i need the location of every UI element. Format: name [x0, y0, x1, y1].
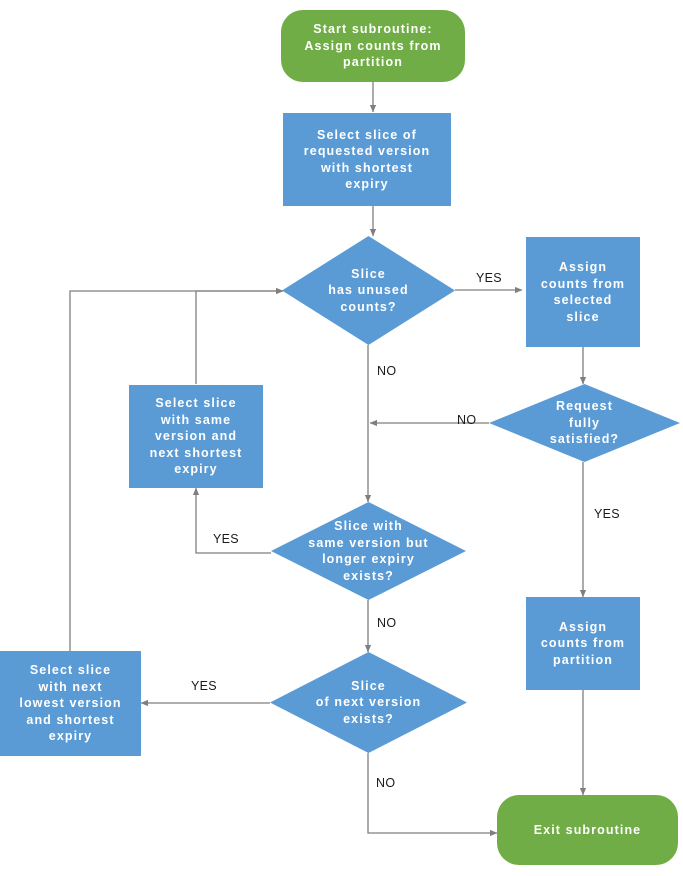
node-slice-same-version-longer-expiry-label: Slice with same version but longer expir… — [308, 519, 429, 583]
node-select-slice-next-lowest-version-label: Select slice with next lowest version an… — [19, 663, 122, 744]
node-select-slice-requested-version[interactable]: Select slice of requested version with s… — [283, 113, 451, 206]
node-start-subroutine-label: Start subroutine: Assign counts from par… — [304, 22, 442, 70]
node-start-subroutine[interactable]: Start subroutine: Assign counts from par… — [281, 10, 465, 82]
node-assign-counts-selected-slice[interactable]: Assign counts from selected slice — [526, 237, 640, 347]
node-slice-has-unused-counts-label: Slice has unused counts? — [328, 266, 409, 314]
node-slice-next-version-exists-label: Slice of next version exists? — [315, 678, 422, 726]
edge-label-next-version-no: NO — [376, 776, 396, 790]
node-exit-subroutine-label: Exit subroutine — [533, 822, 642, 837]
node-slice-same-version-longer-expiry[interactable]: Slice with same version but longer expir… — [271, 502, 466, 600]
node-select-slice-next-lowest-version[interactable]: Select slice with next lowest version an… — [0, 651, 141, 756]
node-assign-counts-from-partition[interactable]: Assign counts from partition — [526, 597, 640, 690]
node-assign-counts-selected-slice-label: Assign counts from selected slice — [540, 260, 626, 324]
edge-next-version-no-to-exit — [367, 753, 498, 837]
edge-label-has-unused-no: NO — [377, 364, 397, 378]
node-select-slice-requested-version-label: Select slice of requested version with s… — [303, 127, 431, 192]
edge-label-request-satisfied-no: NO — [457, 413, 477, 427]
node-request-fully-satisfied-label: Request fully satisfied? — [549, 399, 620, 447]
edge-label-has-unused-yes: YES — [476, 271, 502, 285]
node-slice-has-unused-counts[interactable]: Slice has unused counts? — [282, 236, 455, 345]
node-select-slice-same-version[interactable]: Select slice with same version and next … — [129, 385, 263, 488]
edge-select-same-to-has-unused — [195, 287, 284, 384]
node-select-slice-same-version-label: Select slice with same version and next … — [149, 396, 243, 477]
node-exit-subroutine[interactable]: Exit subroutine — [497, 795, 678, 865]
node-slice-next-version-exists[interactable]: Slice of next version exists? — [270, 652, 467, 753]
edge-label-same-longer-no: NO — [377, 616, 397, 630]
node-request-fully-satisfied[interactable]: Request fully satisfied? — [489, 384, 680, 462]
node-assign-counts-from-partition-label: Assign counts from partition — [540, 619, 626, 667]
edge-label-next-version-yes: YES — [191, 679, 217, 693]
edge-label-same-longer-yes: YES — [213, 532, 239, 546]
edge-label-request-satisfied-yes: YES — [594, 507, 620, 521]
